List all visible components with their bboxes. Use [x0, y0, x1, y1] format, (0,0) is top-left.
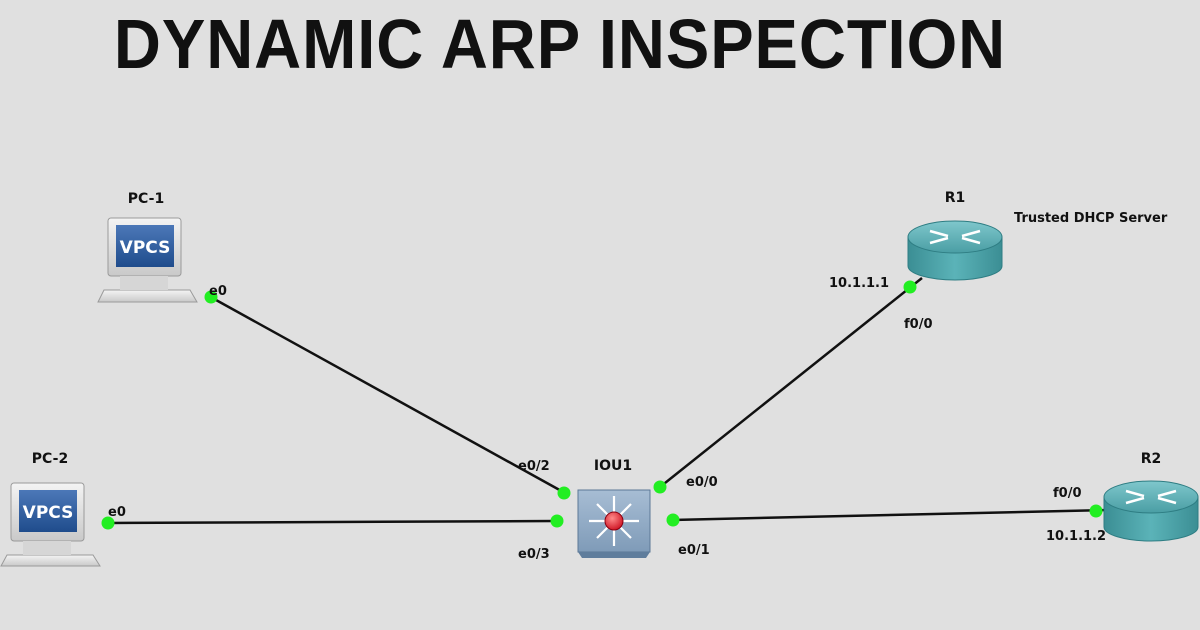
r2-label: R2: [1141, 451, 1162, 467]
computer-icon: VPCS: [0, 482, 101, 567]
port-dot-r1-f0-0[interactable]: [903, 280, 917, 294]
port-dot-r2-f0-0[interactable]: [1089, 504, 1103, 518]
links: [107, 277, 1109, 525]
iou1-node[interactable]: IOU1: [577, 458, 651, 558]
link-r2-switch: [671, 508, 1109, 522]
port-dots: [101, 280, 1103, 530]
r1-label: R1: [945, 190, 966, 206]
port-label-r2-f0-0: f0/0: [1053, 486, 1082, 501]
r1-node[interactable]: R1 Trusted DHCP Server: [907, 190, 1168, 281]
port-label-r1-f0-0: f0/0: [904, 317, 933, 332]
pc2-node[interactable]: PC-2 VPCS: [0, 451, 101, 567]
port-label-sw-e0-1: e0/1: [678, 543, 710, 558]
iou1-label: IOU1: [594, 458, 632, 474]
r2-ip-label: 10.1.1.2: [1046, 529, 1106, 544]
r1-note: Trusted DHCP Server: [1014, 211, 1168, 226]
r2-node[interactable]: R2: [1103, 451, 1199, 542]
port-dot-sw-e0-0[interactable]: [653, 480, 667, 494]
multilayer-switch-icon: [577, 489, 651, 558]
pc1-node[interactable]: PC-1 VPCS: [97, 191, 198, 303]
pc2-label: PC-2: [32, 451, 68, 467]
router-icon: [1103, 480, 1199, 542]
port-label-pc1-e0: e0: [209, 284, 227, 299]
port-labels: e0 e0 e0/2 e0/3 e0/0 e0/1 f0/0 f0/0 10.1…: [108, 276, 1106, 562]
port-dot-sw-e0-2[interactable]: [557, 486, 571, 500]
pc2-screen-text: VPCS: [23, 503, 74, 523]
port-dot-pc2-e0[interactable]: [101, 516, 115, 530]
port-dot-sw-e0-1[interactable]: [666, 513, 680, 527]
pc1-screen-text: VPCS: [120, 238, 171, 258]
port-label-pc2-e0: e0: [108, 505, 126, 520]
port-dot-sw-e0-3[interactable]: [550, 514, 564, 528]
port-dot-pc1-e0[interactable]: [204, 290, 218, 304]
port-label-sw-e0-3: e0/3: [518, 547, 550, 562]
computer-icon: VPCS: [97, 217, 198, 303]
router-icon: [907, 220, 1003, 281]
pc1-label: PC-1: [128, 191, 164, 207]
link-pc1-switch: [206, 293, 566, 495]
port-label-sw-e0-2: e0/2: [518, 459, 550, 474]
link-pc2-switch: [107, 519, 557, 525]
r1-ip-label: 10.1.1.1: [829, 276, 889, 291]
port-label-sw-e0-0: e0/0: [686, 475, 718, 490]
link-r1-switch: [659, 277, 923, 488]
page-title: DYNAMIC ARP INSPECTION: [113, 5, 1007, 83]
